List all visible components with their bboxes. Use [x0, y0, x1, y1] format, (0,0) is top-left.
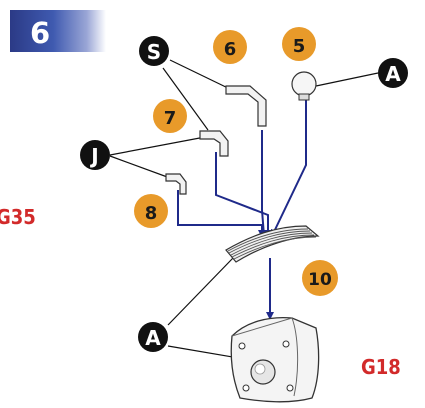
cable-part-7	[199, 130, 229, 157]
marker-6: 6	[213, 30, 247, 64]
marker-a-bottom: A	[138, 322, 168, 352]
marker-a-top: A	[378, 58, 408, 88]
svg-text:A: A	[385, 62, 401, 86]
svg-text:J: J	[89, 144, 98, 168]
svg-text:8: 8	[145, 203, 158, 224]
step-badge: 6	[10, 10, 106, 52]
svg-text:10: 10	[308, 270, 332, 290]
cable-part-6	[225, 85, 267, 127]
arrows	[177, 98, 307, 320]
ribbon-harness-10	[225, 225, 320, 263]
marker-8: 8	[134, 194, 168, 228]
step-number: 6	[30, 16, 51, 50]
marker-s: S	[139, 36, 169, 66]
part-code-left: G35	[0, 205, 36, 229]
svg-text:5: 5	[293, 36, 306, 57]
svg-text:S: S	[147, 40, 161, 64]
marker-j: J	[80, 140, 110, 170]
cable-part-8	[165, 173, 187, 195]
svg-text:6: 6	[224, 39, 237, 60]
housing-part	[230, 316, 320, 403]
marker-7: 7	[153, 99, 187, 133]
marker-5: 5	[282, 27, 316, 61]
svg-text:7: 7	[164, 108, 177, 129]
part-code-right: G18	[361, 355, 401, 379]
svg-text:A: A	[145, 326, 161, 350]
bulb-part-5	[291, 71, 317, 101]
marker-10: 10	[302, 260, 338, 296]
